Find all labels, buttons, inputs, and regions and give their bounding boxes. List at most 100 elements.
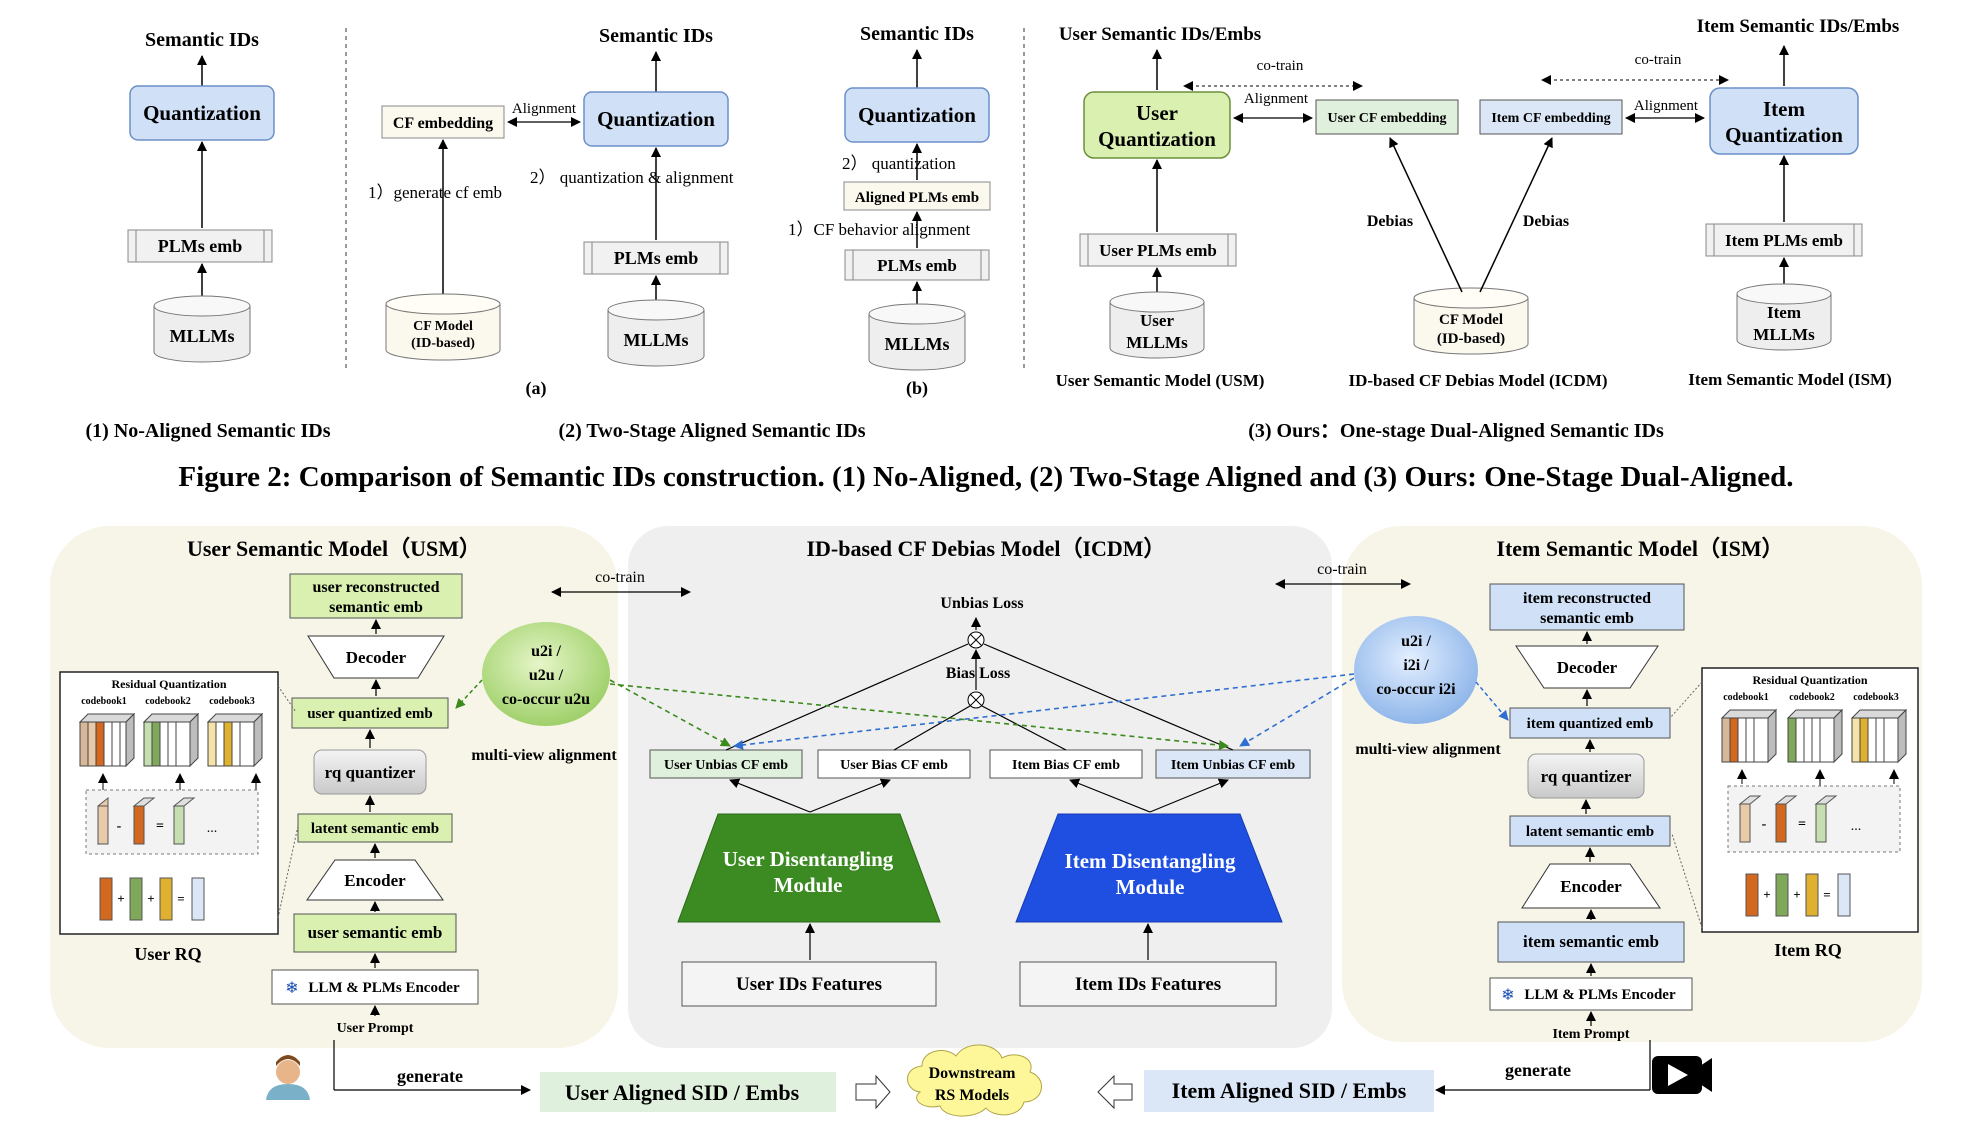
p2b-step2: 2） quantization: [842, 154, 956, 173]
p3-co-train-left: co-train: [1257, 58, 1304, 74]
ism-rq-label: Item RQ: [1774, 940, 1841, 960]
icdm-unbias-loss: Unbias Loss: [940, 595, 1023, 612]
usm-rq-label: User RQ: [134, 944, 201, 964]
usm-title: User Semantic Model（USM）: [187, 536, 481, 561]
usm-semantic-box: [293, 913, 457, 953]
user-module-1: User Disentangling: [723, 847, 894, 871]
usm-prompt: User Prompt: [337, 1021, 414, 1036]
p3-debias-right: Debias: [1523, 213, 1569, 230]
p3-item-cf-box: [1479, 99, 1623, 135]
p3-item-quant-2: Quantization: [1725, 123, 1843, 147]
user-ids-features: User IDs Features: [736, 974, 882, 995]
usm-codebook1: codebook1: [81, 696, 127, 707]
svg-text:+: +: [1793, 887, 1800, 902]
user-aligned: User Aligned SID / Embs: [565, 1080, 800, 1105]
item-aligned-box: [1144, 1070, 1434, 1112]
p2a-mllms-cylinder: [607, 310, 705, 367]
usm-quantized-box: [291, 697, 449, 729]
p2a-label: (a): [526, 378, 547, 399]
p3-user-plms: User PLMs emb: [1099, 241, 1217, 260]
usm-rq-quantizer: rq quantizer: [325, 763, 416, 782]
ism-bubble-line-2: i2i /: [1403, 657, 1429, 674]
p3-caption: (3) Ours：One-stage Dual-Aligned Semantic…: [1248, 420, 1664, 442]
svg-text:=: =: [177, 891, 184, 906]
p3-item-title: Item Semantic IDs/Embs: [1697, 16, 1900, 37]
svg-text:-: -: [1762, 817, 1767, 832]
usm-co-train: co-train: [595, 569, 645, 586]
ism-title: Item Semantic Model（ISM）: [1496, 536, 1783, 561]
p2a-cf-model-1: CF Model: [413, 319, 473, 334]
ism-decoder-shape: [1515, 645, 1659, 689]
usm-pipeline: user reconstructed semantic emb Decoder …: [271, 573, 479, 1036]
ism-llm-encoder: LLM & PLMs Encoder: [1524, 987, 1676, 1003]
p2a-semantic-ids: Semantic IDs: [599, 25, 713, 47]
p3-user-quant-box: [1083, 91, 1231, 159]
p3-user-quant-1: User: [1136, 101, 1178, 125]
ism-codebook3: codebook3: [1853, 692, 1899, 703]
ism-semantic-emb: item semantic emb: [1523, 932, 1659, 951]
p2b-label: (b): [906, 378, 928, 399]
p3-cf-model-1: CF Model: [1439, 312, 1503, 328]
ism-rq-quantizer-box: [1527, 753, 1645, 799]
usm-quantized-emb: user quantized emb: [307, 706, 433, 722]
ism-codebook2: codebook2: [1789, 692, 1835, 703]
p3-item-quant-box: [1709, 87, 1859, 155]
ism-encoder-shape: [1521, 863, 1661, 909]
icdm-bias-loss: Bias Loss: [946, 665, 1010, 682]
usm-rq-ellipsis: ...: [207, 821, 218, 836]
p2a-plms-box: [583, 241, 729, 275]
p3-item-mllms-cylinder: [1736, 294, 1832, 351]
p2b-plms-emb: PLMs emb: [877, 256, 957, 275]
p2b-step1: 1）CF behavior alignment: [788, 220, 971, 239]
ism-alignment-bubble: [1354, 616, 1478, 724]
usm-latent-emb: latent semantic emb: [311, 821, 439, 837]
p3-user-mllms-2: MLLMs: [1126, 333, 1188, 352]
p3-icdm: ID-based CF Debias Model (ICDM): [1348, 371, 1607, 390]
item-module-shape: [1015, 813, 1283, 923]
p2a-cf-model-2: (ID-based): [411, 336, 475, 351]
p2a-cf-embedding: CF embedding: [393, 115, 493, 132]
p2b-aligned-box: [843, 181, 991, 211]
p1-plms-emb: PLMs emb: [158, 236, 243, 256]
icdm-title: ID-based CF Debias Model（ICDM）: [806, 536, 1165, 561]
p2b-quantization-box: [844, 87, 990, 143]
usm-reconstructed-2: semantic emb: [329, 599, 423, 616]
user-module-2: Module: [774, 873, 843, 897]
p3-cf-model-2: (ID-based): [1437, 331, 1505, 347]
p2b-quantization: Quantization: [858, 103, 976, 127]
ism-semantic-box: [1497, 921, 1685, 963]
user-module-shape: [677, 813, 941, 923]
p3-user-quant-2: Quantization: [1098, 127, 1216, 151]
ism-rq-box: Residual Quantization codebook1 codebook…: [1669, 667, 1919, 933]
ism-reconstructed-box: [1489, 583, 1685, 631]
p2a-alignment: Alignment: [512, 101, 577, 117]
usm-rq-sum: + + =: [99, 877, 205, 921]
usm-rq-quantizer-box: [313, 749, 427, 795]
p2b-mllms-cylinder: [868, 314, 966, 371]
ism-codebook-stacks: [1720, 708, 1908, 764]
usm-codebook3: codebook3: [209, 696, 255, 707]
ism-quantized-box: [1509, 707, 1671, 739]
p2a-cf-model-cylinder: [385, 304, 501, 361]
ism-pipeline: item reconstructed semantic emb Decoder …: [1489, 583, 1693, 1042]
usm-llm-encoder: LLM & PLMs Encoder: [308, 980, 460, 996]
usm-decoder-shape: [307, 635, 445, 679]
p3-user-mllms-1: User: [1140, 311, 1174, 330]
ism-rq-sum: + + =: [1745, 873, 1851, 917]
item-module-1: Item Disentangling: [1065, 849, 1236, 873]
downstream-2: RS Models: [935, 1087, 1009, 1104]
p1-quantization-box: [129, 85, 275, 141]
ism-rq-title: Residual Quantization: [1752, 673, 1867, 687]
ism-latent-emb: latent semantic emb: [1526, 824, 1654, 840]
user-avatar-icon: [266, 1055, 310, 1100]
ism-reconstructed-2: semantic emb: [1540, 610, 1634, 627]
p3-item-quant-1: Item: [1763, 97, 1805, 121]
p2-caption: (2) Two-Stage Aligned Semantic IDs: [558, 420, 865, 442]
panel-no-aligned: Semantic IDs Quantization PLMs emb MLLMs…: [86, 29, 331, 442]
ism-codebook1: codebook1: [1723, 692, 1769, 703]
left-hollow-arrow-icon: [855, 1074, 891, 1110]
ism-encoder: Encoder: [1560, 877, 1622, 896]
ism-quantized-emb: item quantized emb: [1527, 716, 1654, 732]
ism-rq-ellipsis: ...: [1851, 819, 1862, 834]
